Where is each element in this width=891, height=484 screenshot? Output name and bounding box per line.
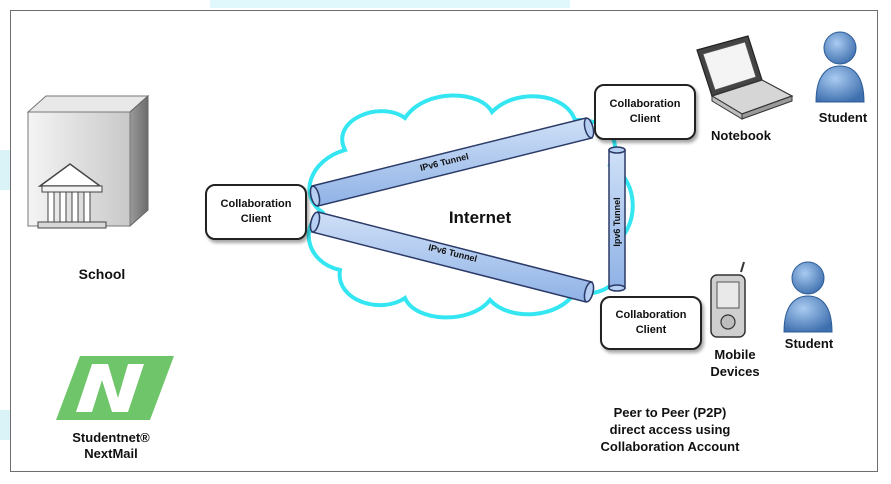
left-accent-top <box>0 150 10 190</box>
mobile-devices-line1: Mobile <box>714 347 756 362</box>
logo-line1: Studentnet® <box>72 430 150 445</box>
mobile-devices-label: Mobile Devices <box>700 346 770 380</box>
internet-label: Internet <box>448 208 512 227</box>
student-bottom-label: Student <box>784 336 834 351</box>
school-client-line2: Client <box>240 213 272 225</box>
ipv6-tunnel-vertical <box>608 146 626 292</box>
school-client-line1: Collaboration <box>220 198 292 210</box>
caption-line1: Peer to Peer (P2P) <box>613 405 727 420</box>
logo-line2: NextMail <box>84 446 138 461</box>
notebook-label: Notebook <box>711 128 771 143</box>
studentnet-logo-icon <box>56 356 174 420</box>
studentnet-logo-text: Studentnet® NextMail <box>56 430 166 462</box>
mobile-device-icon <box>710 261 746 338</box>
student-bottom-person-icon <box>783 261 833 333</box>
caption-line2: direct access using <box>609 422 731 437</box>
notebook-client-line2: Client <box>629 113 661 125</box>
top-highlight-strip <box>210 0 570 8</box>
ipv6-tunnel-bottom <box>309 211 595 303</box>
ipv6-tunnel-top <box>309 117 595 207</box>
notebook-client-line1: Collaboration <box>609 98 681 110</box>
mobile-collaboration-client[interactable]: Collaboration Client <box>600 296 702 350</box>
school-label: School <box>78 266 126 282</box>
school-building-icon <box>26 94 150 229</box>
mobile-devices-line2: Devices <box>710 364 760 379</box>
mobile-client-line1: Collaboration <box>615 309 687 321</box>
school-collaboration-client[interactable]: Collaboration Client <box>205 184 307 240</box>
left-accent-bottom <box>0 410 10 440</box>
notebook-collaboration-client[interactable]: Collaboration Client <box>594 84 696 140</box>
notebook-laptop-icon <box>696 35 794 120</box>
student-top-label: Student <box>818 110 868 125</box>
tunnel-vertical-label: Ipv6 Tunnel <box>612 197 622 246</box>
student-top-person-icon <box>815 31 865 103</box>
caption-line3: Collaboration Account <box>600 439 740 454</box>
mobile-client-line2: Client <box>635 324 667 336</box>
p2p-caption: Peer to Peer (P2P) direct access using C… <box>570 404 770 455</box>
